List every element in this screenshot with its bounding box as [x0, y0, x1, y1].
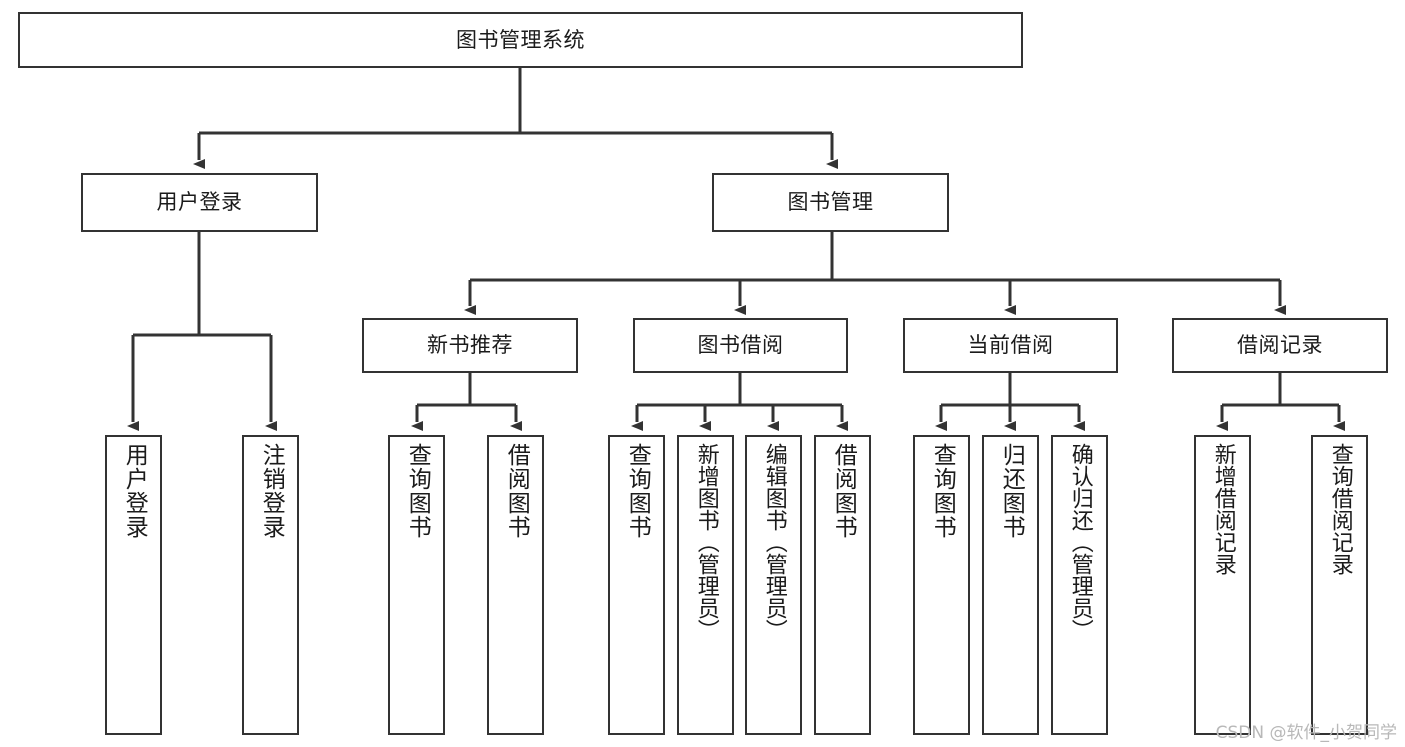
leaf-current-query-books[interactable]: 查询图书	[913, 435, 970, 735]
leaf-borrow-query-books-label: 查询图书	[624, 443, 651, 539]
leaf-borrow-books[interactable]: 借阅图书	[814, 435, 871, 735]
leaf-add-book-admin-label: 新增图书（管理员）	[693, 443, 719, 641]
node-user-login-label: 用户登录	[156, 190, 243, 215]
leaf-query-borrow-record-label: 查询借阅记录	[1327, 443, 1353, 575]
leaf-edit-book-admin-label: 编辑图书（管理员）	[761, 443, 787, 641]
leaf-user-login[interactable]: 用户登录	[105, 435, 162, 735]
edges-currentborrow-to-leaves	[935, 373, 1085, 431]
node-current-borrow-label: 当前借阅	[967, 333, 1054, 358]
leaf-edit-book-admin[interactable]: 编辑图书（管理员）	[745, 435, 802, 735]
leaf-confirm-return-admin-label: 确认归还（管理员）	[1067, 443, 1093, 641]
node-book-management-label: 图书管理	[787, 190, 874, 215]
leaf-logout-login[interactable]: 注销登录	[242, 435, 299, 735]
node-book-borrow-label: 图书借阅	[697, 333, 784, 358]
node-new-book-recommend[interactable]: 新书推荐	[362, 318, 578, 373]
edges-bookborrow-to-leaves	[631, 373, 848, 431]
node-book-borrow[interactable]: 图书借阅	[633, 318, 848, 373]
node-user-login[interactable]: 用户登录	[81, 173, 318, 232]
leaf-add-borrow-record[interactable]: 新增借阅记录	[1194, 435, 1251, 735]
leaf-user-login-label: 用户登录	[121, 443, 148, 539]
leaf-confirm-return-admin[interactable]: 确认归还（管理员）	[1051, 435, 1108, 735]
leaf-newbook-borrow-books-label: 借阅图书	[503, 443, 530, 539]
edges-newbook-to-leaves	[411, 373, 522, 431]
leaf-borrow-query-books[interactable]: 查询图书	[608, 435, 665, 735]
leaf-newbook-borrow-books[interactable]: 借阅图书	[487, 435, 544, 735]
node-borrow-record[interactable]: 借阅记录	[1172, 318, 1388, 373]
leaf-return-books[interactable]: 归还图书	[982, 435, 1039, 735]
node-root-book-management-system[interactable]: 图书管理系统	[18, 12, 1023, 68]
node-new-book-recommend-label: 新书推荐	[427, 333, 513, 358]
leaf-logout-login-label: 注销登录	[258, 443, 285, 539]
leaf-add-borrow-record-label: 新增借阅记录	[1210, 443, 1236, 575]
leaf-borrow-books-label: 借阅图书	[830, 443, 857, 539]
leaf-return-books-label: 归还图书	[998, 443, 1025, 539]
leaf-newbook-query-books[interactable]: 查询图书	[388, 435, 445, 735]
edges-borrowrecord-to-leaves	[1216, 373, 1345, 431]
node-current-borrow[interactable]: 当前借阅	[903, 318, 1118, 373]
edges-bookmgmt-to-level2	[464, 232, 1286, 315]
leaf-query-borrow-record[interactable]: 查询借阅记录	[1311, 435, 1368, 735]
leaf-newbook-query-books-label: 查询图书	[404, 443, 431, 539]
node-root-label: 图书管理系统	[456, 27, 585, 52]
leaf-add-book-admin[interactable]: 新增图书（管理员）	[677, 435, 734, 735]
node-book-management[interactable]: 图书管理	[712, 173, 949, 232]
edges-root-to-level1	[193, 68, 838, 169]
edges-userlogin-to-leaves	[127, 232, 277, 431]
csdn-watermark: CSDN @软件_小贺同学	[1215, 723, 1397, 743]
leaf-current-query-books-label: 查询图书	[929, 443, 956, 539]
node-borrow-record-label: 借阅记录	[1237, 333, 1323, 358]
